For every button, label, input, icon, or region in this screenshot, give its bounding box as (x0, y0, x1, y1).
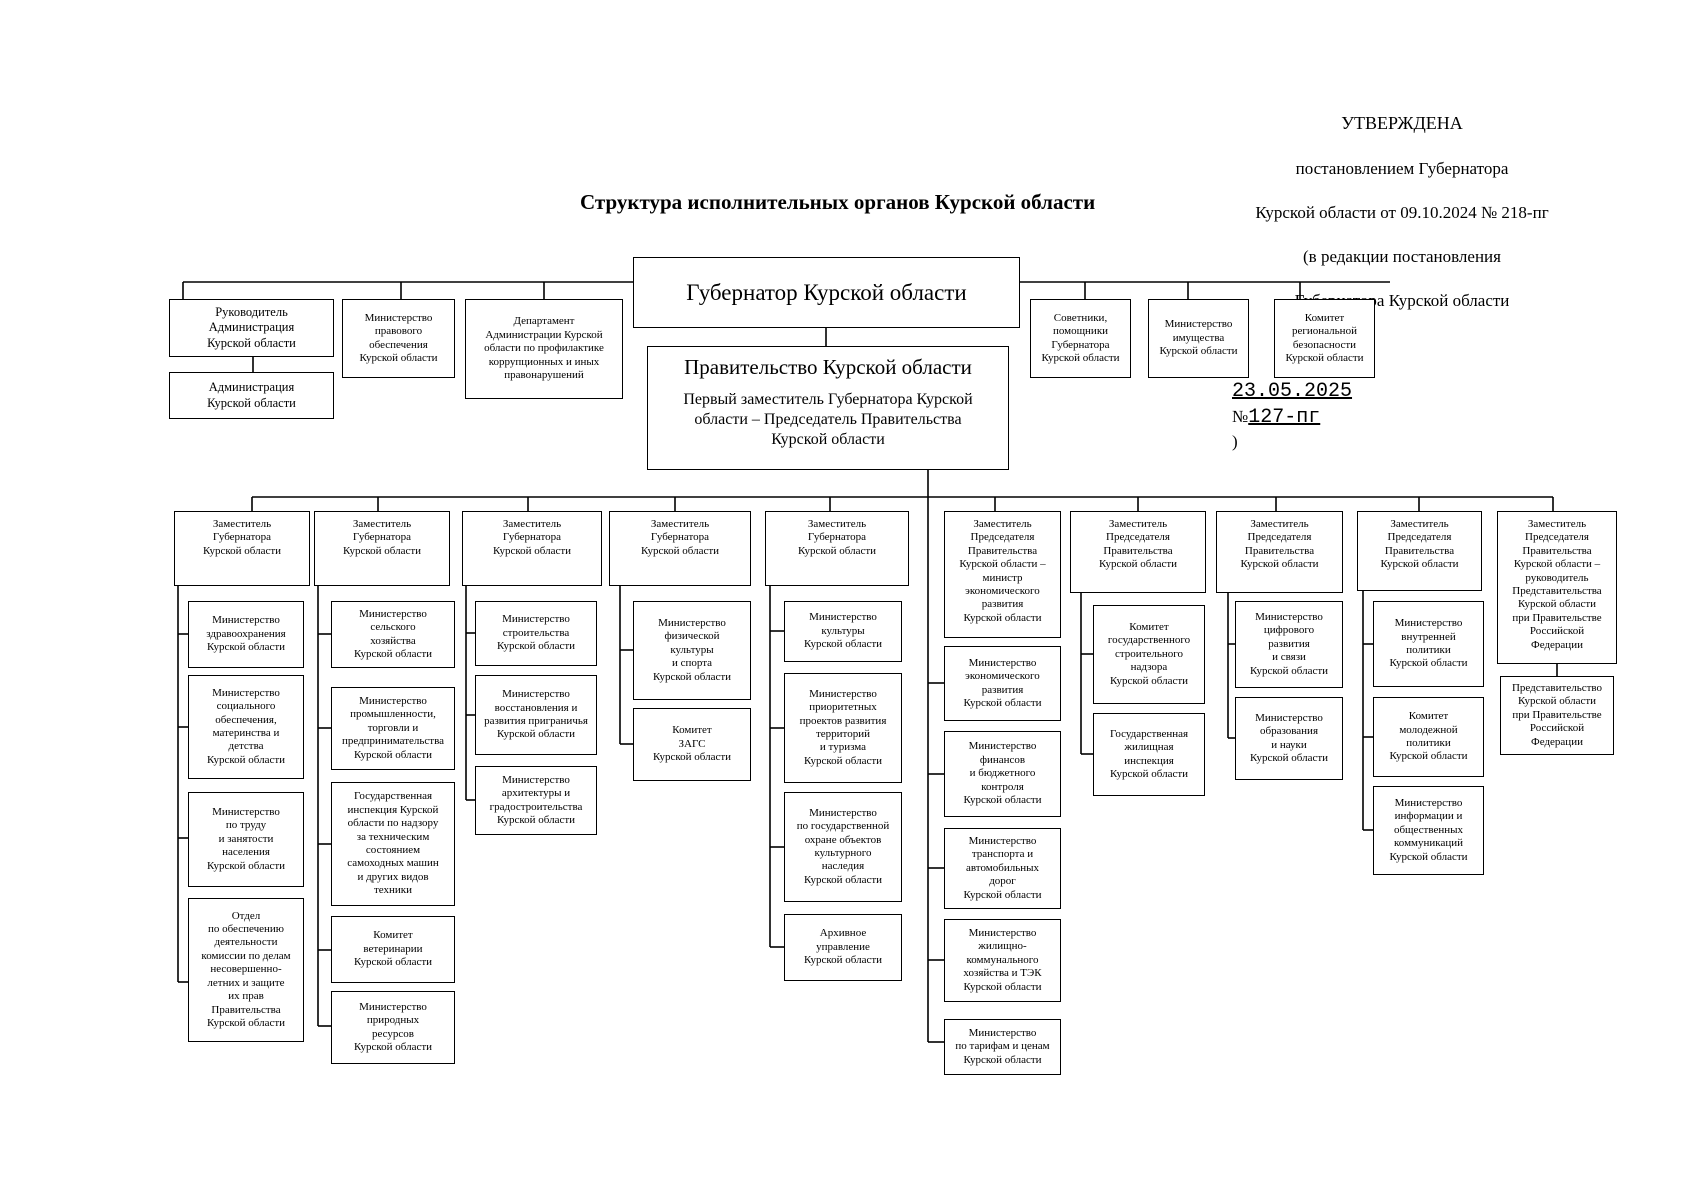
edition-date: 23.05.2025 (1232, 379, 1353, 403)
administration-box: Администрация Курской области (169, 372, 334, 419)
subordinate-box: Министерство цифрового развития и связи … (1235, 601, 1343, 688)
subordinate-box: Министерство транспорта и автомобильных … (944, 828, 1061, 909)
right-top-box-advisers: Советники, помощники Губернатора Курской… (1030, 299, 1131, 378)
approval-heading: УТВЕРЖДЕНА (1341, 113, 1463, 134)
subordinate-box: Министерство архитектуры и градостроител… (475, 766, 597, 835)
subordinate-box: Министерство здравоохранения Курской обл… (188, 601, 304, 668)
subordinate-box: Архивное управление Курской области (784, 914, 902, 981)
edition-number: 127-пг (1248, 405, 1321, 429)
deputy-head-5: Заместитель Губернатора Курской области (765, 511, 909, 586)
subordinate-box: Министерство финансов и бюджетного контр… (944, 731, 1061, 817)
subordinate-box: Министерство промышленности, торговли и … (331, 687, 455, 770)
right-top-box-security-committee: Комитет региональной безопасности Курско… (1274, 299, 1375, 378)
subordinate-box: Министерство информации и общественных к… (1373, 786, 1484, 875)
subordinate-box: Министерство сельского хозяйства Курской… (331, 601, 455, 668)
subordinate-box: Комитет ЗАГС Курской области (633, 708, 751, 781)
subordinate-box: Министерство физической культуры и спорт… (633, 601, 751, 700)
government-title: Правительство Курской области (684, 355, 972, 379)
deputy-head-2: Заместитель Губернатора Курской области (314, 511, 450, 586)
subordinate-box: Министерство по государственной охране о… (784, 792, 902, 902)
edition-suffix: ) (1232, 431, 1238, 451)
subordinate-box: Государственная жилищная инспекция Курск… (1093, 713, 1205, 796)
subordinate-box: Министерство культуры Курской области (784, 601, 902, 662)
deputy-head-1: Заместитель Губернатора Курской области (174, 511, 310, 586)
approval-line: (в редакции постановления (1303, 246, 1501, 266)
deputy-head-8: Заместитель Председателя Правительства К… (1216, 511, 1343, 593)
subordinate-box: Представительство Курской области при Пр… (1500, 676, 1614, 755)
document-title: Структура исполнительных органов Курской… (580, 190, 1096, 214)
approval-stamp: УТВЕРЖДЕНА постановлением Губернатора Ку… (1222, 90, 1582, 475)
subordinate-box: Комитет ветеринарии Курской области (331, 916, 455, 983)
edition-number-label: № (1232, 406, 1249, 426)
subordinate-box: Министерство восстановления и развития п… (475, 675, 597, 755)
subordinate-box: Министерство образования и науки Курской… (1235, 697, 1343, 780)
subordinate-box: Отдел по обеспечению деятельности комисс… (188, 898, 304, 1042)
left-top-box-legal-ministry: Министерство правового обеспечения Курск… (342, 299, 455, 378)
deputy-head-7: Заместитель Председателя Правительства К… (1070, 511, 1206, 593)
governor-box: Губернатор Курской области (633, 257, 1020, 328)
left-top-box-anticorruption-department: Департамент Администрации Курской област… (465, 299, 623, 399)
subordinate-box: Министерство природных ресурсов Курской … (331, 991, 455, 1064)
deputy-head-9: Заместитель Председателя Правительства К… (1357, 511, 1482, 591)
subordinate-box: Министерство жилищно- коммунального хозя… (944, 919, 1061, 1002)
subordinate-box: Министерство внутренней политики Курской… (1373, 601, 1484, 687)
subordinate-box: Государственная инспекция Курской област… (331, 782, 455, 906)
approval-line: постановлением Губернатора (1295, 158, 1509, 178)
subordinate-box: Министерство строительства Курской облас… (475, 601, 597, 666)
deputy-head-3: Заместитель Губернатора Курской области (462, 511, 602, 586)
subordinate-box: Министерство экономического развития Кур… (944, 646, 1061, 721)
subordinate-box: Министерство социального обеспечения, ма… (188, 675, 304, 779)
deputy-head-6: Заместитель Председателя Правительства К… (944, 511, 1061, 638)
government-chairman: Первый заместитель Губернатора Курской о… (683, 391, 973, 449)
subordinate-box: Комитет государственного строительного н… (1093, 605, 1205, 704)
deputy-head-10: Заместитель Председателя Правительства К… (1497, 511, 1617, 664)
government-box: Правительство Курской области Первый зам… (647, 346, 1009, 470)
deputy-head-4: Заместитель Губернатора Курской области (609, 511, 751, 586)
subordinate-box: Министерство по тарифам и ценам Курской … (944, 1019, 1061, 1075)
left-top-box-head-of-administration: Руководитель Администрация Курской облас… (169, 299, 334, 357)
subordinate-box: Министерство приоритетных проектов разви… (784, 673, 902, 783)
subordinate-box: Комитет молодежной политики Курской обла… (1373, 697, 1484, 777)
approval-line: Курской области от 09.10.2024 № 218-пг (1255, 202, 1549, 222)
right-top-box-property-ministry: Министерство имущества Курской области (1148, 299, 1249, 378)
subordinate-box: Министерство по труду и занятости населе… (188, 792, 304, 887)
